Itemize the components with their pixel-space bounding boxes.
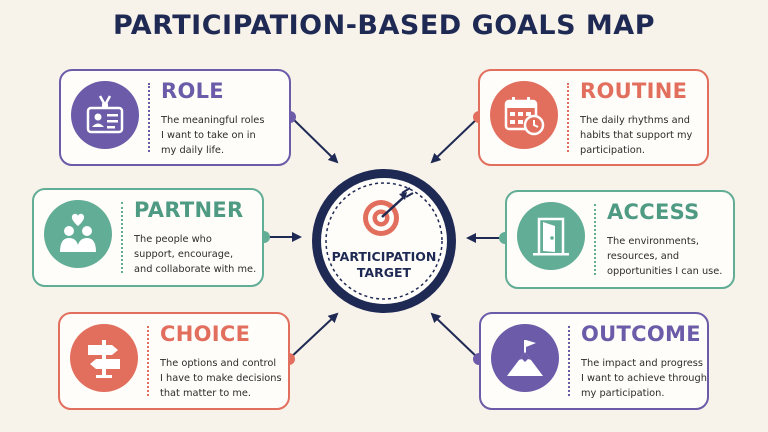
partner-title: PARTNER	[134, 198, 244, 222]
partner-card: PARTNER The people who support, encourag…	[32, 188, 264, 287]
partner-line-3: and collaborate with me.	[134, 264, 257, 275]
routine-line-1: The daily rhythms and	[580, 115, 691, 126]
partner-connector	[258, 231, 302, 243]
center-label-line2: TARGET	[356, 265, 412, 280]
participation-target-node	[312, 169, 456, 313]
outcome-title: OUTCOME	[581, 322, 701, 346]
calendar-clock-icon	[504, 97, 545, 136]
role-divider	[148, 83, 150, 152]
outcome-connector	[430, 312, 485, 365]
access-line-3: opportunities I can use.	[607, 266, 723, 277]
center-label-line1: PARTICIPATION	[331, 249, 437, 264]
center-label: PARTICIPATION TARGET	[309, 249, 459, 281]
outcome-line-1: The impact and progress	[581, 358, 704, 369]
mountain-flag-icon	[507, 340, 543, 376]
routine-divider	[567, 83, 569, 152]
routine-line-3: participation.	[580, 145, 646, 156]
choice-line-3: that matter to me.	[160, 388, 252, 399]
access-card: ACCESS The environments, resources, and …	[505, 190, 735, 289]
partner-description: The people who support, encourage, and c…	[134, 232, 262, 277]
signpost-icon	[88, 340, 120, 378]
access-line-1: The environments,	[607, 236, 699, 247]
role-line-3: my daily life.	[161, 145, 225, 156]
routine-title: ROUTINE	[580, 79, 688, 103]
choice-card: CHOICE The options and control I have to…	[58, 312, 290, 410]
access-line-2: resources, and	[607, 251, 680, 262]
choice-connector	[283, 312, 339, 365]
role-card: ROLE The meaningful roles I want to take…	[59, 69, 291, 166]
choice-title: CHOICE	[160, 322, 251, 346]
outcome-icon-circle	[491, 324, 559, 392]
target-with-arrow-icon	[363, 187, 414, 236]
choice-line-2: I have to make decisions	[160, 373, 282, 384]
role-connector	[284, 111, 339, 164]
people-heart-icon	[60, 213, 96, 252]
partner-icon-circle	[44, 200, 112, 268]
outcome-line-2: I want to achieve through	[581, 373, 707, 384]
outcome-card: OUTCOME The impact and progress I want t…	[479, 312, 709, 410]
page-title: PARTICIPATION-BASED GOALS MAP	[112, 10, 655, 41]
role-title: ROLE	[161, 79, 224, 103]
role-icon-circle	[71, 81, 139, 149]
routine-description: The daily rhythms and habits that suppor…	[580, 113, 708, 158]
partner-divider	[121, 202, 123, 273]
role-description: The meaningful roles I want to take on i…	[161, 113, 289, 158]
partner-line-2: support, encourage,	[134, 249, 234, 260]
id-badge-icon	[86, 95, 124, 134]
choice-line-1: The options and control	[160, 358, 277, 369]
access-divider	[594, 204, 596, 275]
access-title: ACCESS	[607, 200, 700, 224]
outcome-line-3: my participation.	[581, 388, 665, 399]
role-line-2: I want to take on in	[161, 130, 256, 141]
choice-icon-circle	[70, 324, 138, 392]
role-line-1: The meaningful roles	[161, 115, 265, 126]
access-description: The environments, resources, and opportu…	[607, 234, 735, 279]
choice-divider	[147, 326, 149, 396]
routine-icon-circle	[490, 81, 558, 149]
choice-description: The options and control I have to make d…	[160, 356, 288, 401]
partner-line-1: The people who	[134, 234, 212, 245]
open-door-icon	[533, 217, 569, 256]
routine-line-2: habits that support my	[580, 130, 693, 141]
access-icon-circle	[517, 202, 585, 270]
routine-card: ROUTINE The daily rhythms and habits tha…	[478, 69, 709, 166]
outcome-divider	[568, 326, 570, 396]
outcome-description: The impact and progress I want to achiev…	[581, 356, 709, 401]
